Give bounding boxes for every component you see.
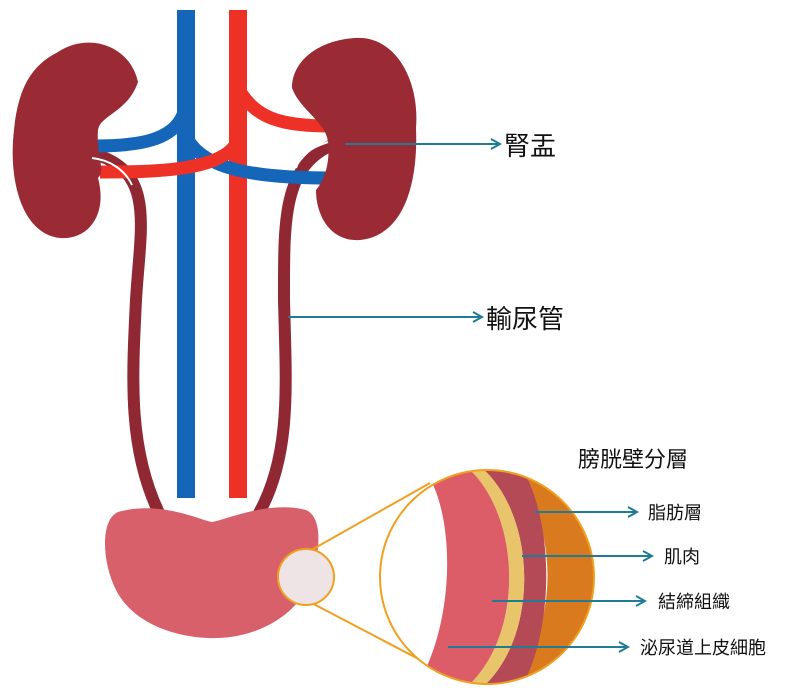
- bladder-zoom-spot: [278, 549, 334, 605]
- right-kidney: [292, 38, 416, 240]
- label-ureter: 輸尿管: [486, 305, 564, 335]
- kidneys: [13, 38, 417, 240]
- label-muscle: 肌肉: [664, 547, 700, 568]
- label-renal-pelvis: 腎盂: [504, 132, 556, 162]
- bladder-wall-magnified: [380, 460, 600, 688]
- vena-cava: [177, 10, 195, 498]
- ureters: [100, 146, 330, 515]
- left-renal-vein: [95, 112, 184, 146]
- label-connective-tissue: 結締組織: [658, 592, 730, 613]
- label-fat-layer: 脂肪層: [648, 503, 702, 524]
- left-ureter: [100, 156, 160, 515]
- label-urothelium: 泌尿道上皮細胞: [640, 638, 766, 659]
- aorta: [229, 10, 247, 498]
- label-bladder-wall-title: 膀胱壁分層: [578, 448, 688, 473]
